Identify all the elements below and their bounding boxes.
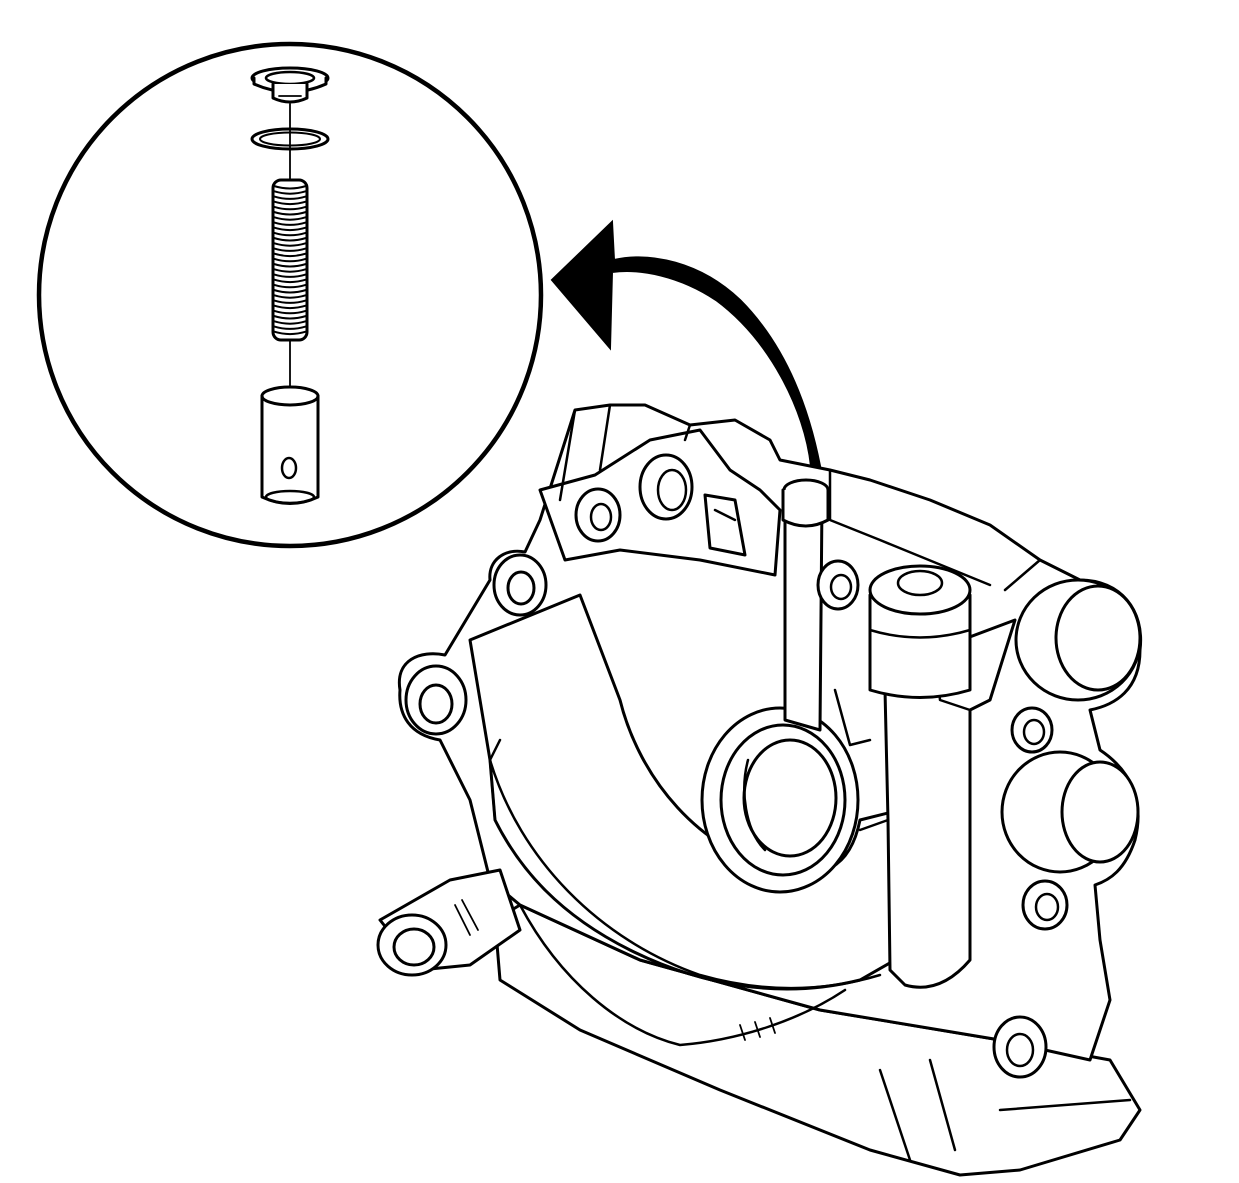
right-upper-cap: [1014, 578, 1142, 702]
oil-pump-housing: [376, 403, 1143, 1177]
pump-cylinder-boss: [868, 564, 972, 699]
spring-coil: [273, 263, 307, 268]
spring-coil: [273, 195, 307, 200]
spring-coil: [273, 252, 307, 258]
relief-valve-bore: [781, 478, 830, 732]
spring-coil: [273, 289, 307, 294]
upper-bracket: [538, 428, 782, 577]
spring-coil: [273, 185, 307, 190]
seal-ring: [250, 127, 330, 151]
crankshaft-seal-bore: [700, 706, 860, 894]
valve-cap-plug: [250, 66, 330, 104]
spring-coil: [273, 294, 307, 299]
spring-coil: [273, 330, 307, 336]
spring-coil: [273, 242, 307, 247]
spring-coil: [273, 205, 307, 211]
spring-coil: [273, 237, 307, 242]
spring-coil: [273, 325, 307, 330]
spring-coil: [273, 309, 307, 315]
spring-coil: [273, 216, 307, 221]
valve-spring: [271, 178, 309, 342]
spring-coil: [273, 268, 307, 273]
spring-coil: [273, 315, 307, 320]
spring-coil: [273, 299, 307, 304]
upper-mounting-boss: [492, 553, 548, 617]
spring-coil: [273, 200, 307, 206]
spring-coil: [273, 320, 307, 325]
spring-coil: [273, 273, 307, 278]
spring-coil: [273, 221, 307, 226]
spring-coil: [273, 190, 307, 195]
spring-coil: [273, 247, 307, 252]
spring-coil: [273, 283, 307, 289]
spring-coil: [273, 231, 307, 237]
spring-coil: [273, 278, 307, 284]
valve-plunger: [260, 385, 320, 505]
left-mounting-boss: [404, 664, 468, 736]
callout-arrow: [550, 219, 822, 467]
spring-coil: [273, 211, 307, 216]
outlet-tube: [376, 868, 522, 977]
spring-coil: [273, 257, 307, 263]
spring-coil: [273, 304, 307, 310]
right-lower-cap: [1000, 750, 1140, 874]
spring-coil: [273, 226, 307, 232]
